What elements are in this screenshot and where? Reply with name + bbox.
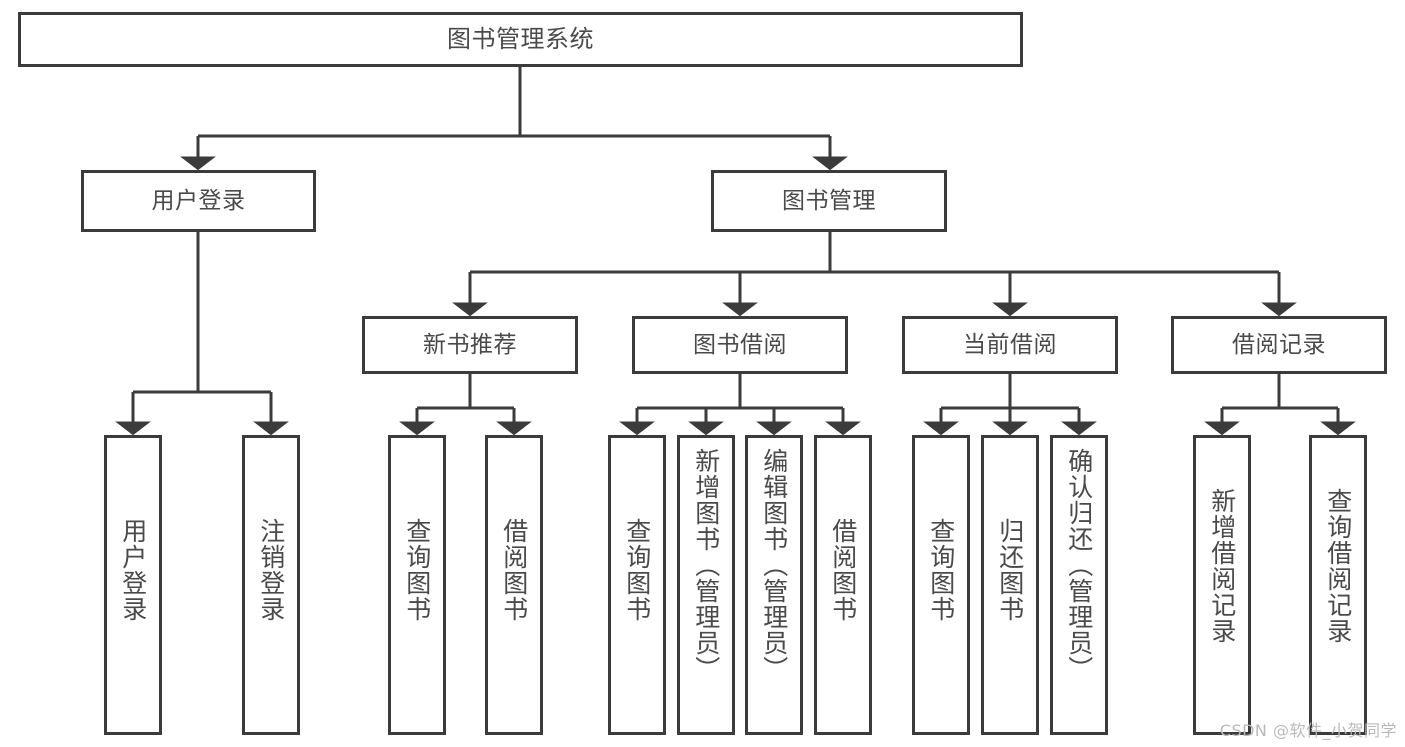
node-book-manage[interactable]: 图书管理 xyxy=(711,170,947,232)
leaf-confirm-return[interactable]: 确认归还（管理员） xyxy=(1050,435,1108,735)
leaf-confirm-return-label: 确认归还（管理员） xyxy=(1064,448,1094,682)
node-user-login[interactable]: 用户登录 xyxy=(81,170,316,232)
leaf-query-book-1[interactable]: 查询图书 xyxy=(388,435,446,735)
node-new-book-recommend-label: 新书推荐 xyxy=(423,331,517,358)
leaf-query-book-3-label: 查询图书 xyxy=(926,518,956,622)
leaf-borrow-book-1[interactable]: 借阅图书 xyxy=(485,435,543,735)
node-borrow-record-label: 借阅记录 xyxy=(1232,331,1326,358)
leaf-borrow-book-2[interactable]: 借阅图书 xyxy=(814,435,872,735)
node-book-borrow[interactable]: 图书借阅 xyxy=(632,316,848,374)
node-current-borrow-label: 当前借阅 xyxy=(963,331,1057,358)
leaf-return-book-label: 归还图书 xyxy=(995,518,1025,622)
leaf-user-login[interactable]: 用户登录 xyxy=(104,435,162,735)
watermark: CSDN @软件_小贺同学 xyxy=(1219,721,1397,740)
node-new-book-recommend[interactable]: 新书推荐 xyxy=(362,316,578,374)
leaf-query-record-label: 查询借阅记录 xyxy=(1323,488,1353,644)
leaf-logout-login[interactable]: 注销登录 xyxy=(242,435,300,735)
leaf-return-book[interactable]: 归还图书 xyxy=(981,435,1039,735)
node-book-manage-label: 图书管理 xyxy=(782,187,876,214)
leaf-edit-book[interactable]: 编辑图书（管理员） xyxy=(745,435,803,735)
leaf-query-book-2-label: 查询图书 xyxy=(622,518,652,622)
leaf-edit-book-label: 编辑图书（管理员） xyxy=(759,448,789,682)
leaf-query-book-3[interactable]: 查询图书 xyxy=(912,435,970,735)
node-book-borrow-label: 图书借阅 xyxy=(693,331,787,358)
node-current-borrow[interactable]: 当前借阅 xyxy=(902,316,1118,374)
leaf-query-book-2[interactable]: 查询图书 xyxy=(608,435,666,735)
node-root-label: 图书管理系统 xyxy=(447,24,594,53)
node-user-login-label: 用户登录 xyxy=(151,187,246,214)
leaf-query-record[interactable]: 查询借阅记录 xyxy=(1309,435,1367,735)
leaf-borrow-book-1-label: 借阅图书 xyxy=(499,518,529,622)
leaf-user-login-label: 用户登录 xyxy=(118,518,148,622)
leaf-logout-login-label: 注销登录 xyxy=(256,518,286,622)
leaf-add-book-label: 新增图书（管理员） xyxy=(691,448,721,682)
node-borrow-record[interactable]: 借阅记录 xyxy=(1171,316,1387,374)
leaf-add-record-label: 新增借阅记录 xyxy=(1207,488,1237,644)
leaf-query-book-1-label: 查询图书 xyxy=(402,518,432,622)
leaf-borrow-book-2-label: 借阅图书 xyxy=(828,518,858,622)
leaf-add-book[interactable]: 新增图书（管理员） xyxy=(677,435,735,735)
node-root[interactable]: 图书管理系统 xyxy=(18,12,1023,67)
leaf-add-record[interactable]: 新增借阅记录 xyxy=(1193,435,1251,735)
